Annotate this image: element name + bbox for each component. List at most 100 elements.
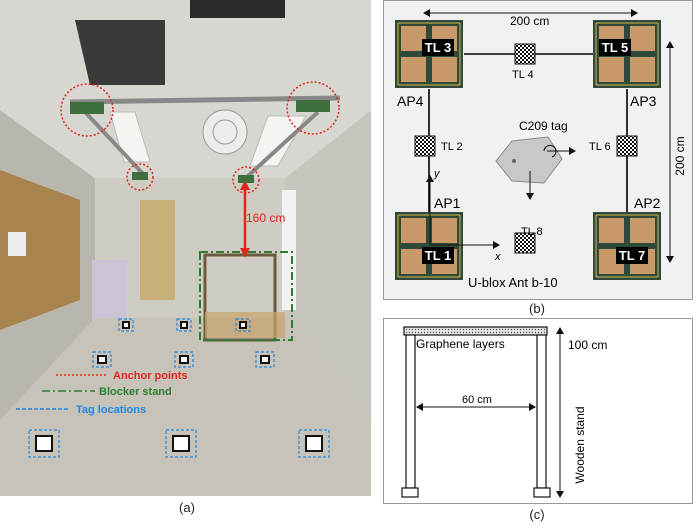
height-arrow-bottom (556, 491, 564, 498)
rail-top (69, 95, 341, 105)
tag-marker-9 (305, 435, 323, 452)
anchor-device-ap4 (70, 102, 104, 114)
tag-box-tl5 (599, 39, 631, 56)
caption-c: (c) (529, 507, 545, 522)
tag-box-tl7 (616, 247, 648, 264)
antenna-label: U-blox Ant b-10 (468, 275, 558, 290)
legend-anchor-label: Anchor points (113, 370, 188, 382)
height-arrow-top (556, 327, 564, 334)
right-leg (536, 334, 547, 489)
height-arrow-top (666, 41, 674, 48)
cardboard-box (140, 200, 175, 300)
tag-label-tl6: TL 6 (589, 141, 611, 153)
tag-box-5 (174, 351, 194, 368)
anchor-device-ap3 (296, 100, 330, 112)
stand-diagram: Graphene layers 60 cm 100 cm Wooden stan… (401, 326, 607, 498)
height-label: 100 cm (568, 338, 607, 352)
width-label: 200 cm (510, 14, 549, 28)
height-label: 200 cm (673, 136, 687, 175)
height-label: 160 cm (246, 211, 285, 225)
left-foot (401, 487, 419, 498)
tag-marker-tl4 (514, 43, 536, 65)
ceiling-diffuser-ring (212, 119, 238, 145)
height-arrow-bottom (666, 256, 674, 263)
graphene-layer (403, 326, 548, 336)
corkboard (0, 170, 80, 330)
device-z-arrow (526, 193, 534, 200)
wooden-stand-label: Wooden stand (573, 406, 587, 483)
rail-left (83, 110, 147, 178)
tag-label-tl8: TL 8 (521, 226, 543, 238)
tag-marker-8 (172, 435, 190, 452)
tag-locations (28, 318, 330, 458)
anchor-tags: TL 3 TL 5 TL 1 TL 7 (422, 39, 648, 264)
tag-box-tl1 (422, 247, 454, 264)
height-arrow-head-top (240, 180, 250, 190)
x-axis-arrow (493, 241, 500, 249)
tag-box-9 (298, 429, 330, 458)
caption-a: (a) (179, 500, 195, 515)
tag-label-tl3: TL 3 (425, 40, 452, 55)
width-arrow-right (631, 9, 638, 17)
tag-marker-tl8 (514, 232, 536, 254)
rotation-indicator (543, 144, 557, 158)
legend: Anchor points Blocker stand Tag location… (16, 370, 188, 416)
ceiling-light-right (249, 115, 307, 167)
tag-label-tl4: TL 4 (512, 69, 534, 81)
panel-b: TL 3 TL 5 TL 1 TL 7 AP4 AP3 AP1 AP2 TL 4… (383, 0, 693, 300)
tag-box-8 (165, 429, 197, 458)
ceiling-opening (75, 20, 165, 85)
tag-marker-1 (122, 321, 130, 329)
anchor-device-ap2 (238, 175, 254, 183)
height-arrow-head-bottom (240, 248, 250, 258)
tag-marker-tl6 (616, 135, 638, 157)
tag-marker-2 (180, 321, 188, 329)
y-axis-label: y (433, 168, 441, 180)
room-photo: 160 cm Anchor points (0, 0, 371, 496)
tag-marker-6 (260, 355, 270, 364)
width-label: 60 cm (462, 394, 492, 406)
antenna-ap2 (592, 211, 662, 281)
c209-led (512, 159, 516, 163)
right-foot (533, 487, 551, 498)
ap4-label: AP4 (397, 93, 424, 109)
tag-box-2 (176, 318, 192, 332)
center-tag-label: C209 tag (519, 119, 568, 133)
ap2-label: AP2 (634, 195, 661, 211)
y-axis-arrow (426, 175, 434, 182)
anchor-points (60, 81, 340, 194)
legend-tag-label: Tag locations (76, 404, 146, 416)
blocker-stand-box (199, 251, 293, 341)
c209-device (495, 136, 563, 184)
anchor-circle-ap3 (286, 81, 340, 135)
tag-box-tl3 (422, 39, 454, 56)
tag-label-tl7: TL 7 (619, 248, 646, 263)
ap1-label: AP1 (434, 195, 461, 211)
left-leg (405, 334, 416, 489)
right-wall (285, 110, 371, 420)
width-arrow-left (423, 9, 430, 17)
tag-marker-tl2 (414, 135, 436, 157)
caption-b: (b) (529, 301, 545, 316)
tag-marker-3 (239, 321, 247, 329)
tag-label-tl1: TL 1 (425, 248, 452, 263)
poster (8, 232, 26, 256)
tag-markers (35, 321, 323, 452)
antenna-ap1 (394, 211, 464, 281)
tag-marker-7 (35, 435, 53, 452)
anchor-devices (70, 100, 330, 183)
ceiling-vent (190, 0, 285, 18)
tag-box-3 (235, 318, 251, 332)
rail-right (246, 110, 320, 178)
anchor-device-ap1 (132, 172, 148, 180)
panel-c: Graphene layers 60 cm 100 cm Wooden stan… (383, 318, 693, 504)
tag-label-tl2: TL 2 (441, 141, 463, 153)
anchor-circle-ap4 (60, 83, 114, 137)
device-x-arrow (569, 147, 576, 155)
graphene-label: Graphene layers (416, 337, 505, 351)
tag-box-1 (118, 318, 134, 332)
x-axis-label: x (494, 251, 501, 263)
width-arrow-right (529, 403, 536, 411)
anchor-circle-ap2 (232, 166, 260, 194)
ceiling-diffuser (202, 109, 248, 155)
